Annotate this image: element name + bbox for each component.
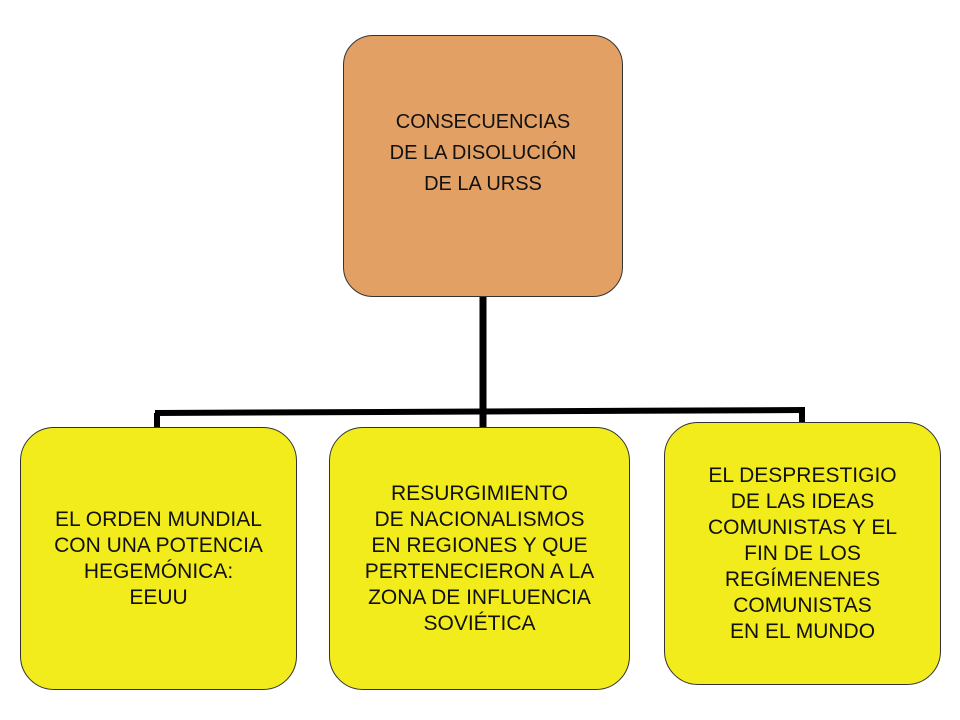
child-node-label: RESURGIMIENTO DE NACIONALISMOS EN REGION… — [364, 481, 595, 635]
child-node-orden-mundial: EL ORDEN MUNDIAL CON UNA POTENCIA HEGEMÓ… — [20, 427, 297, 690]
child-node-nacionalismos: RESURGIMIENTO DE NACIONALISMOS EN REGION… — [329, 427, 630, 690]
root-node: CONSECUENCIAS DE LA DISOLUCIÓN DE LA URS… — [343, 35, 623, 297]
child-node-label: EL ORDEN MUNDIAL CON UNA POTENCIA HEGEMÓ… — [54, 507, 263, 609]
child-node-desprestigio: EL DESPRESTIGIO DE LAS IDEAS COMUNISTAS … — [664, 422, 941, 685]
root-node-label: CONSECUENCIAS DE LA DISOLUCIÓN DE LA URS… — [389, 110, 577, 195]
child-node-label: EL DESPRESTIGIO DE LAS IDEAS COMUNISTAS … — [707, 463, 898, 643]
